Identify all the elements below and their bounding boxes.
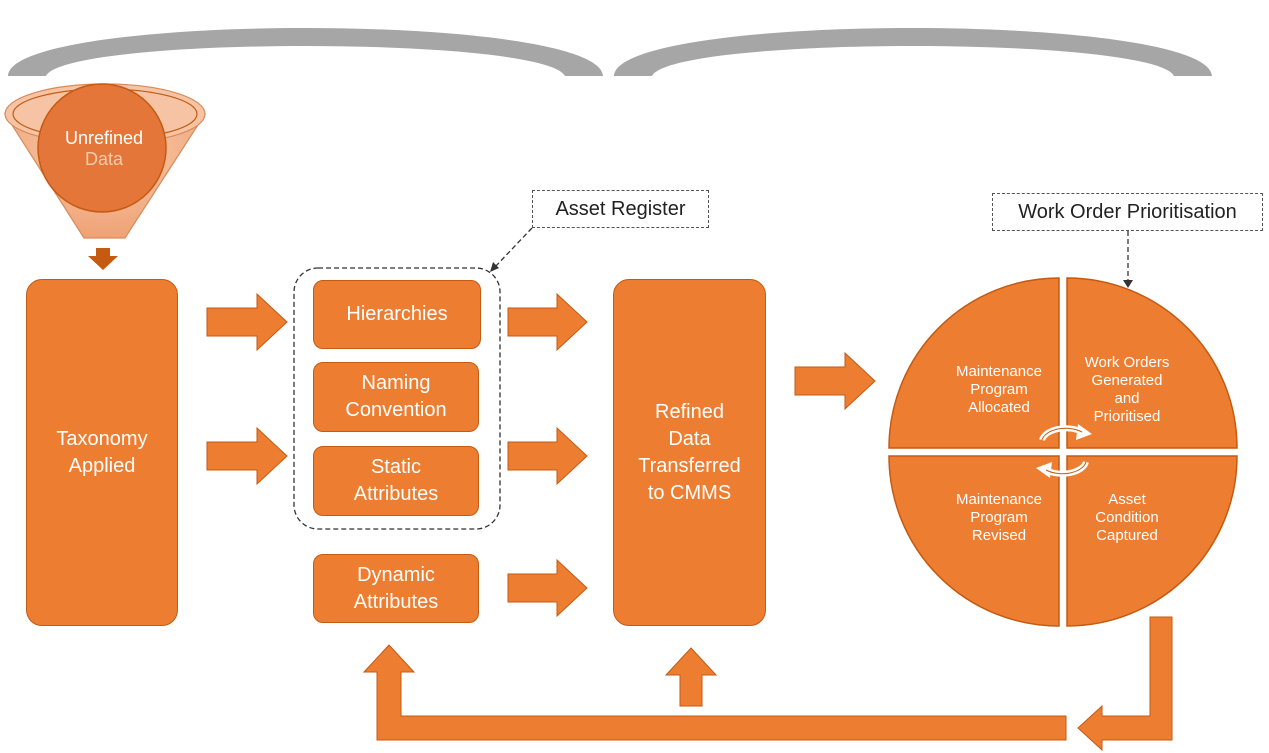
asset-register-connector — [493, 227, 533, 269]
quadrant-label-asset-condition: Asset Condition Captured — [1052, 491, 1202, 545]
funnel-icon — [3, 83, 207, 239]
naming-convention-box: Naming Convention — [313, 362, 479, 432]
quad-line: Maintenance — [956, 491, 1042, 508]
quad-line: Revised — [971, 527, 1027, 544]
static-line: Static — [370, 456, 421, 478]
quad-line: Program — [970, 509, 1028, 526]
quad-line: Captured — [1096, 527, 1158, 544]
quadrant-label-maintenance-allocated: Maintenance Program Allocated — [924, 363, 1074, 417]
refined-line: Refined — [655, 400, 724, 423]
arrow-right-taxonomy-to-static — [206, 426, 288, 486]
outside-cmms-banner — [8, 28, 603, 76]
funnel-down-arrow — [88, 248, 118, 270]
quadrant-label-work-orders: Work Orders Generated and Prioritised — [1052, 354, 1202, 426]
quad-line: and — [1114, 390, 1140, 407]
funnel-label-line2: Data — [84, 148, 124, 169]
quad-line: Condition — [1095, 509, 1159, 526]
quad-line: Generated — [1091, 372, 1163, 389]
quad-line: Asset — [1108, 491, 1146, 508]
refined-data-box: Refined Data Transferred to CMMS — [613, 279, 766, 626]
arrow-right-taxonomy-to-hierarchies — [206, 292, 288, 352]
funnel-label-line1: Unrefined — [64, 128, 144, 148]
hierarchies-box: Hierarchies — [313, 280, 481, 349]
quad-line: Work Orders — [1084, 354, 1170, 371]
cycle-quadrant-top-right — [1066, 277, 1238, 449]
cycle-quadrant-bottom-left — [888, 455, 1060, 627]
asset-register-connector-head — [490, 262, 499, 272]
feedback-arrow — [1077, 616, 1173, 752]
dynamic-line: Attributes — [353, 590, 439, 613]
asset-register-callout: Asset Register — [532, 190, 709, 228]
inside-cmms-title: Inside CMMS — [850, 8, 976, 30]
refined-line: to CMMS — [647, 481, 732, 504]
taxonomy-line: Applied — [68, 454, 136, 477]
static-attributes-box: Static Attributes — [313, 446, 479, 516]
naming-line: Convention — [345, 399, 447, 421]
taxonomy-line: Taxonomy — [56, 427, 148, 450]
asset-register-group — [293, 267, 501, 530]
quad-line: Maintenance — [956, 363, 1042, 380]
arrow-right-static-to-refined — [507, 426, 588, 486]
arrow-up-to-refined — [664, 647, 718, 707]
work-order-connector-head — [1123, 280, 1133, 288]
work-order-prioritisation-callout: Work Order Prioritisation — [992, 193, 1263, 231]
quadrant-label-maintenance-revised: Maintenance Program Revised — [924, 491, 1074, 545]
quad-line: Program — [970, 381, 1028, 398]
taxonomy-applied-box: Taxonomy Applied — [26, 279, 178, 626]
hierarchies-label: Hierarchies — [346, 303, 448, 325]
cycle-quadrant-top-left — [888, 277, 1060, 449]
outside-cmms-title: Outside CMMS — [232, 8, 374, 30]
naming-line: Naming — [361, 372, 431, 394]
inside-cmms-banner — [614, 28, 1212, 76]
arrow-right-dynamic-to-refined — [507, 558, 588, 618]
dynamic-line: Dynamic — [357, 563, 435, 586]
quad-line: Allocated — [968, 399, 1030, 416]
cycle-quadrant-bottom-right — [1066, 455, 1238, 627]
funnel-label: Unrefined Data — [44, 128, 164, 169]
dynamic-attributes-box: Dynamic Attributes — [313, 554, 479, 623]
quad-line: Prioritised — [1093, 408, 1161, 425]
arrow-right-hierarchies-to-refined — [507, 292, 588, 352]
static-line: Attributes — [353, 483, 439, 505]
feedback-arrow-return — [362, 644, 1067, 741]
arrow-right-refined-to-cycle — [794, 351, 876, 411]
refined-line: Transferred — [638, 454, 741, 477]
refined-line: Data — [668, 427, 711, 450]
